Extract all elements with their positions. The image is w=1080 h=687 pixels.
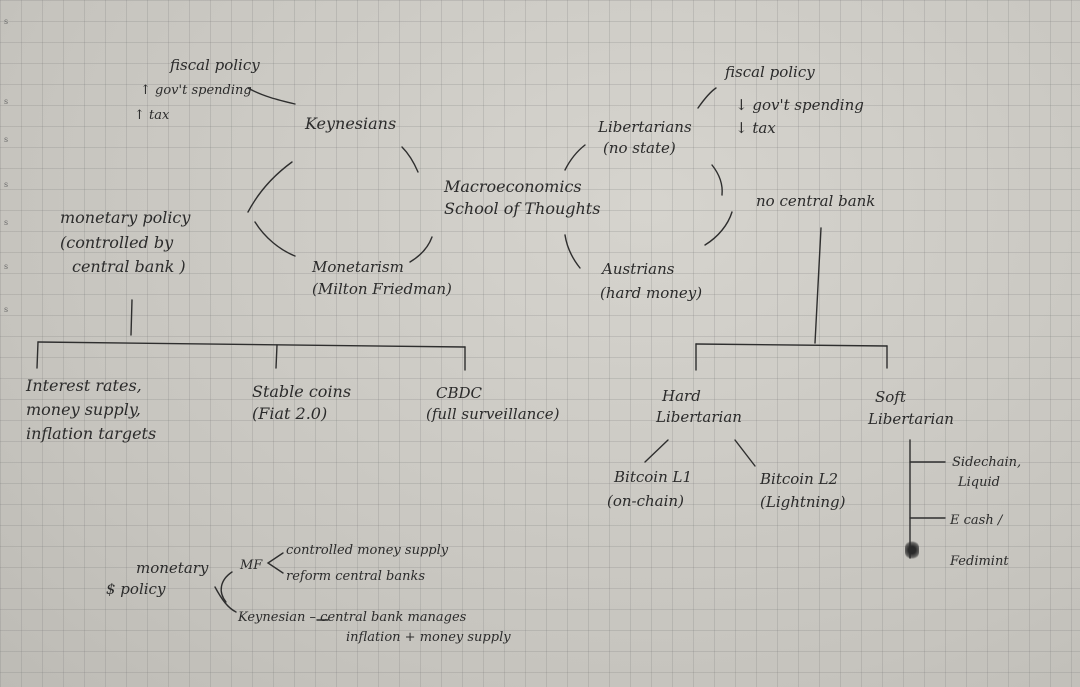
note-monetary-line2: $ policy — [106, 580, 166, 598]
bracket-left-upper — [247, 161, 293, 213]
margin-mark: s — [4, 17, 9, 26]
soft-fedimint: Fedimint — [950, 554, 1009, 569]
branch-stablecoins-line2: (Fiat 2.0) — [252, 404, 328, 423]
branch-stablecoins-line1: Stable coins — [252, 382, 352, 401]
soft-libertarian-line2: Libertarian — [868, 410, 954, 428]
libertarians-label: Libertarians — [598, 118, 692, 136]
monetarism-label: Monetarism — [312, 258, 404, 276]
soft-liquid: Liquid — [958, 475, 1000, 490]
note-mf: MF — [240, 558, 263, 573]
bitcoin-l1: Bitcoin L1 — [614, 468, 693, 486]
center-title-line1: Macroeconomics — [444, 177, 582, 196]
libertarians-note: (no state) — [603, 139, 676, 157]
note-mf-line1: controlled money supply — [286, 543, 449, 558]
lib-fiscal-line2: ↓ tax — [735, 119, 776, 137]
fiscal-lib-line — [697, 87, 717, 109]
bracket-right-lower — [409, 236, 433, 263]
tree-stem-right — [814, 227, 822, 344]
tree-bar-left — [37, 341, 466, 348]
keynesians-label: Keynesians — [305, 114, 397, 133]
keynes-fiscal-line1: ↑ gov't spending — [140, 83, 252, 98]
hard-to-l2 — [734, 439, 756, 467]
soft-sidechain: Sidechain, — [952, 455, 1022, 470]
hard-libertarian-line1: Hard — [662, 387, 701, 405]
margin-mark: s — [4, 218, 9, 227]
tree-drop-1 — [36, 341, 39, 369]
austrians-label: Austrians — [602, 260, 675, 278]
bracket-lib-3 — [711, 164, 723, 196]
austrians-note: (hard money) — [600, 284, 703, 302]
branch-interest-line3: inflation targets — [26, 424, 157, 443]
bracket-lib-2 — [564, 234, 581, 269]
branch-cbdc-line1: CBDC — [436, 384, 483, 402]
tree-drop-2 — [275, 344, 278, 369]
no-central-bank: no central bank — [756, 192, 876, 210]
margin-mark: s — [4, 135, 9, 144]
note-monetary-line1: monetary — [136, 559, 209, 577]
bitcoin-l2-note: (Lightning) — [760, 493, 846, 511]
branch-cbdc-line2: (full surveillance) — [426, 405, 560, 423]
margin-mark: s — [4, 305, 9, 314]
monetary-policy-line2: (controlled by — [60, 233, 174, 252]
margin-mark: s — [4, 180, 9, 189]
branch-interest-line2: money supply, — [26, 400, 141, 419]
hard-libertarian-line2: Libertarian — [656, 408, 742, 426]
margin-mark: s — [4, 97, 9, 106]
soft-ecash: E cash / — [950, 513, 1003, 528]
tree-stem-left — [130, 299, 133, 336]
bracket-left-lower — [254, 221, 296, 257]
note-keynesian-line1: Keynesian – central bank manages — [238, 610, 467, 625]
margin-mark: s — [4, 262, 9, 271]
note-brace-mf — [266, 552, 284, 574]
note-brace-lower — [214, 586, 237, 613]
bitcoin-l1-note: (on-chain) — [607, 492, 684, 510]
lib-fiscal-title: fiscal policy — [725, 63, 815, 81]
note-keynesian-line2: inflation + money supply — [346, 630, 511, 645]
monetarism-note: (Milton Friedman) — [312, 280, 452, 298]
center-title-line2: School of Thoughts — [444, 199, 601, 218]
fiscal-keynes-line — [247, 87, 296, 105]
bracket-lib-4 — [704, 211, 733, 246]
soft-libertarian-line1: Soft — [875, 388, 906, 406]
bracket-lib-1 — [564, 144, 586, 171]
monetary-policy-line3: central bank ) — [72, 257, 186, 276]
lib-fiscal-line1: ↓ gov't spending — [735, 96, 864, 114]
bracket-right-upper — [401, 146, 419, 173]
branch-interest-line1: Interest rates, — [26, 376, 142, 395]
scribble-mark — [905, 540, 919, 560]
bitcoin-l2: Bitcoin L2 — [760, 470, 839, 488]
note-mf-line2: reform central banks — [286, 569, 426, 584]
keynes-fiscal-title: fiscal policy — [170, 56, 260, 74]
keynes-fiscal-line2: ↑ tax — [134, 108, 170, 123]
note-brace-outer — [220, 571, 233, 603]
hard-to-l1 — [644, 439, 669, 463]
tree-bar-right — [695, 343, 888, 347]
monetary-policy-line1: monetary policy — [60, 208, 191, 227]
